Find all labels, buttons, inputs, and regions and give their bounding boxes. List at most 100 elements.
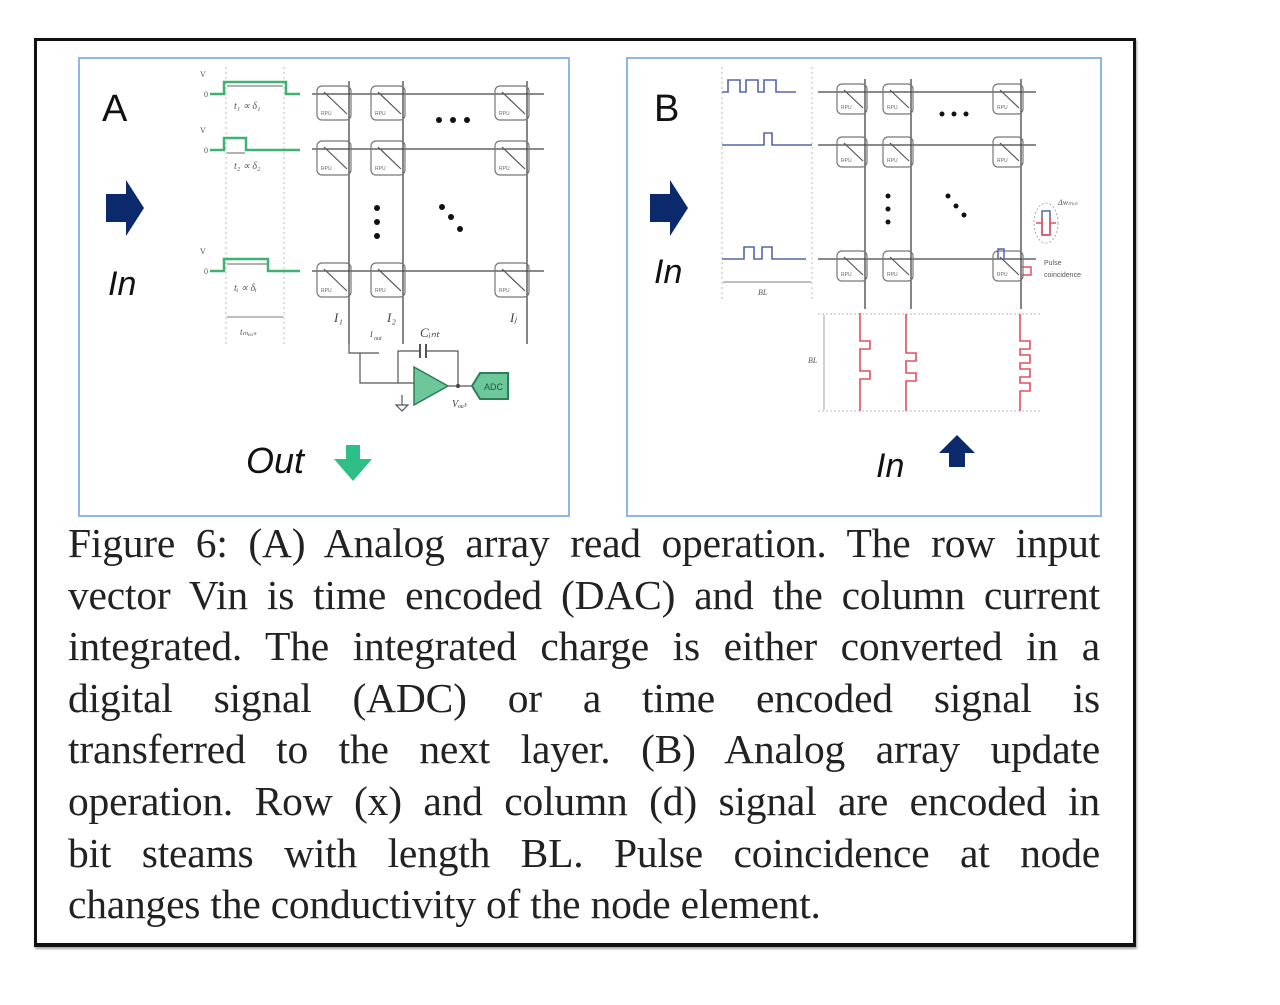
svg-text:V: V [200, 70, 206, 79]
panel-a: A In V 0 t₁ ∝ δ₁ V 0 t₂ ∝ δ₂ V 0 [78, 57, 570, 517]
panel-b: B In BL RPU RPU RPU RPU RPU RPU RPU RPU RPU [626, 57, 1102, 517]
adc-block [470, 372, 509, 400]
figure-caption: Figure 6: (A) Analog array read operatio… [68, 518, 1100, 931]
svg-text:tₘₑₐₛ: tₘₑₐₛ [240, 327, 257, 337]
svg-text:RPU: RPU [499, 166, 510, 172]
svg-text:V: V [200, 126, 206, 135]
rpu-cell: RPU [316, 140, 352, 176]
svg-text:RPU: RPU [841, 105, 852, 111]
row-bit-stream-2 [722, 132, 812, 146]
rpu-cell: RPU [992, 250, 1024, 282]
svg-text:out: out [374, 336, 382, 342]
svg-text:0: 0 [204, 267, 208, 276]
rpu-cell: RPU [992, 83, 1024, 115]
panel-b-diagram: B In BL RPU RPU RPU RPU RPU RPU RPU RPU RPU [650, 67, 1081, 485]
svg-text:coincidence: coincidence [1044, 272, 1081, 279]
caption-line: digital signal (ADC) or a time encoded s… [68, 674, 1100, 721]
panel-b-in-bottom-label: In [876, 447, 904, 485]
svg-text:RPU: RPU [887, 105, 898, 111]
rpu-cell: RPU [316, 85, 352, 121]
amplifier-icon [413, 365, 450, 407]
column-bit-stream-1 [859, 313, 871, 411]
svg-text:RPU: RPU [321, 166, 332, 172]
rpu-cell: RPU [882, 83, 914, 115]
column-bit-streams [859, 313, 1031, 411]
column-bit-stream-2 [905, 314, 917, 411]
integrator-circuit [348, 344, 459, 412]
rpu-cell: RPU [494, 140, 530, 176]
rpu-cell: RPU [836, 250, 868, 282]
svg-text:RPU: RPU [997, 272, 1008, 278]
svg-text:RPU: RPU [321, 111, 332, 117]
svg-text:V: V [200, 247, 206, 256]
svg-text:t₁ ∝ δ₁: t₁ ∝ δ₁ [234, 101, 261, 112]
svg-text:0: 0 [204, 90, 208, 99]
arrow-down-icon [334, 445, 372, 481]
rpu-cell: RPU [836, 83, 868, 115]
column-bit-stream-j [1019, 314, 1031, 411]
svg-text:tᵢ ∝ δᵢ: tᵢ ∝ δᵢ [234, 283, 257, 294]
svg-text:I₂: I₂ [386, 310, 396, 325]
caption-line: transferred to the next layer. (B) Analo… [68, 726, 1100, 773]
arrow-right-icon [106, 180, 144, 236]
svg-text:t₂ ∝ δ₂: t₂ ∝ δ₂ [234, 161, 261, 172]
ellipsis-dots [885, 111, 969, 225]
rpu-cell: RPU [494, 85, 530, 121]
arrow-right-icon [650, 180, 688, 236]
row-bit-stream-1 [722, 79, 796, 93]
svg-text:RPU: RPU [887, 272, 898, 278]
c-int-label: Cᵢₙₜ [420, 325, 441, 340]
svg-text:RPU: RPU [887, 158, 898, 164]
pulse-coincidence-annotation: Δwₘᵢₙ Pulse coincidence [997, 198, 1081, 279]
arrow-up-icon [939, 435, 975, 467]
svg-text:RPU: RPU [841, 272, 852, 278]
caption-line: operation. Row (x) and column (d) signal… [68, 777, 1100, 824]
caption-line: changes the conductivity of the node ele… [68, 881, 821, 928]
input-signal-1: V 0 t₁ ∝ δ₁ [200, 70, 300, 112]
svg-text:Iⱼ: Iⱼ [509, 310, 517, 325]
svg-text:0: 0 [204, 146, 208, 155]
rpu-cell: RPU [882, 136, 914, 168]
rpu-cell: RPU [992, 136, 1024, 168]
panel-a-label: A [102, 88, 128, 130]
caption-line: bit steams with length BL. Pulse coincid… [68, 829, 1100, 876]
svg-text:RPU: RPU [997, 105, 1008, 111]
panel-b-label: B [654, 88, 679, 130]
svg-text:I: I [369, 330, 373, 339]
input-signal-i: V 0 tᵢ ∝ δᵢ tₘₑₐₛ [200, 247, 300, 337]
panel-b-in-left-label: In [654, 253, 682, 291]
panel-a-out-label: Out [246, 440, 306, 481]
rpu-cell: RPU [882, 250, 914, 282]
row-bit-streams [722, 79, 812, 260]
svg-text:I₁: I₁ [333, 310, 343, 325]
caption-line: vector Vin is time encoded (DAC) and the… [68, 571, 1100, 618]
bl-label: BL [758, 288, 768, 297]
svg-text:RPU: RPU [321, 288, 332, 294]
rpu-cell: RPU [836, 136, 868, 168]
ellipsis-dots [374, 117, 470, 239]
rpu-cell: RPU [370, 262, 406, 298]
crossbar-grid [818, 79, 1036, 309]
svg-text:RPU: RPU [499, 111, 510, 117]
rpu-cell: RPU [316, 262, 352, 298]
rpu-cell: RPU [494, 262, 530, 298]
adc-label: ADC [484, 382, 504, 392]
panel-a-diagram: A In V 0 t₁ ∝ δ₁ V 0 t₂ ∝ δ₂ V 0 [102, 67, 544, 481]
svg-text:RPU: RPU [375, 111, 386, 117]
rpu-cells: RPU RPU RPU RPU RPU RPU RPU RPU RPU [316, 85, 530, 298]
rpu-cell: RPU [370, 85, 406, 121]
current-labels: I₁ I₂ Iⱼ I out [333, 310, 517, 342]
rpu-cells: RPU RPU RPU RPU RPU RPU RPU RPU RPU [836, 83, 1024, 282]
svg-text:RPU: RPU [997, 158, 1008, 164]
rpu-cell: RPU [370, 140, 406, 176]
caption-line: Figure 6: (A) Analog array read operatio… [68, 520, 1100, 566]
input-signal-2: V 0 t₂ ∝ δ₂ [200, 126, 300, 172]
svg-text:RPU: RPU [375, 166, 386, 172]
svg-text:Δwₘᵢₙ: Δwₘᵢₙ [1057, 198, 1078, 207]
svg-text:RPU: RPU [375, 288, 386, 294]
bl-vertical-label: BL [808, 356, 818, 365]
svg-text:Pulse: Pulse [1044, 260, 1062, 267]
panel-a-in-label: In [108, 265, 136, 303]
v-out-label: Vₒᵤₜ [452, 399, 468, 410]
caption-line: integrated. The integrated charge is eit… [68, 623, 1100, 670]
